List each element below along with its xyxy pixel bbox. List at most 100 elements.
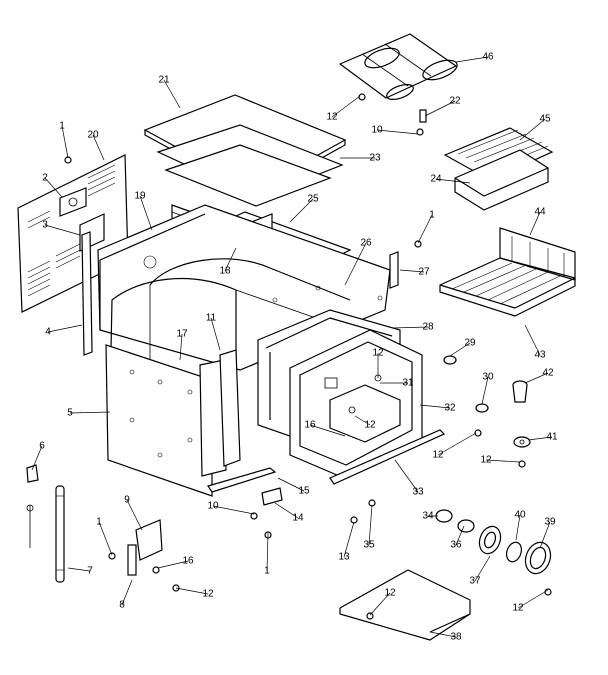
callout-label-36: 36 <box>450 540 462 551</box>
leader-line-35 <box>368 504 373 546</box>
leader-line-7 <box>67 567 91 572</box>
side-panel-5 <box>105 344 213 497</box>
leader-line-16 <box>309 424 346 437</box>
leader-line-12 <box>485 459 521 463</box>
leader-line-43 <box>524 324 541 356</box>
callout-label-46: 46 <box>482 52 494 63</box>
leader-line-44 <box>529 211 541 236</box>
leader-line-12 <box>354 415 371 426</box>
callout-label-43: 43 <box>534 350 546 361</box>
leader-line-22 <box>424 100 456 117</box>
callout-label-5: 5 <box>67 408 73 419</box>
callout-label-12: 12 <box>432 450 444 461</box>
callout-label-7: 7 <box>87 566 93 577</box>
strip-11 <box>219 349 241 467</box>
leader-line-28 <box>391 326 429 329</box>
side-strip-4 <box>81 231 93 356</box>
callout-label-18: 18 <box>219 266 231 277</box>
light-socket-34 <box>435 509 453 523</box>
grommet-29 <box>443 355 457 365</box>
leader-line-27 <box>399 269 425 273</box>
leader-line-29 <box>449 342 471 357</box>
leader-line-39 <box>539 521 551 549</box>
leader-line-1 <box>417 214 433 244</box>
callout-label-16: 16 <box>182 556 194 567</box>
screw-22 <box>419 109 427 123</box>
leader-line-4 <box>47 324 83 333</box>
leader-line-14 <box>274 502 299 519</box>
callout-label-1: 1 <box>96 517 102 528</box>
callout-label-12: 12 <box>202 589 214 600</box>
callout-label-3: 3 <box>42 220 48 231</box>
washer-30 <box>475 403 489 413</box>
callout-label-27: 27 <box>418 267 430 278</box>
leader-line-12 <box>175 587 209 595</box>
callout-label-23: 23 <box>369 153 381 164</box>
callout-label-12: 12 <box>326 112 338 123</box>
callout-label-8: 8 <box>119 600 125 611</box>
knob-42 <box>512 380 528 403</box>
callout-label-14: 14 <box>292 513 304 524</box>
strip-17 <box>199 359 227 477</box>
leader-line-9 <box>126 499 143 531</box>
leader-line-6 <box>31 445 43 471</box>
callout-label-33: 33 <box>412 487 424 498</box>
leader-line-15 <box>277 477 305 492</box>
leader-line-12 <box>331 95 361 118</box>
callout-label-34: 34 <box>422 511 434 522</box>
leader-line-12 <box>437 432 477 456</box>
callout-label-1: 1 <box>264 566 270 577</box>
leader-line-36 <box>455 525 465 546</box>
callout-label-2: 2 <box>42 173 48 184</box>
leader-line-8 <box>121 579 133 606</box>
callout-label-12: 12 <box>364 420 376 431</box>
ring-37 <box>478 525 502 555</box>
callout-label-11: 11 <box>206 313 217 324</box>
leader-line-19 <box>139 195 153 231</box>
oven-rack-44 <box>439 227 576 317</box>
leader-line-32 <box>419 404 451 409</box>
leader-line-16 <box>157 560 189 569</box>
leader-line-40 <box>515 514 521 541</box>
callout-label-37: 37 <box>469 576 481 587</box>
leader-line-5 <box>69 411 111 414</box>
callout-label-41: 41 <box>546 432 558 443</box>
leader-line-26 <box>344 242 367 286</box>
callout-label-12: 12 <box>372 348 384 359</box>
leader-line-38 <box>429 631 457 638</box>
leader-line-3 <box>44 224 81 236</box>
callout-label-25: 25 <box>307 194 319 205</box>
leader-line-30 <box>481 376 489 405</box>
leader-line-2 <box>44 177 63 198</box>
leader-line-1 <box>98 521 113 556</box>
lens-39 <box>524 541 552 575</box>
callout-label-38: 38 <box>450 632 462 643</box>
leader-line-1 <box>266 532 269 572</box>
leader-line-46 <box>455 56 489 63</box>
leader-line-12 <box>369 592 391 616</box>
leader-line-45 <box>519 118 546 141</box>
leader-line-10 <box>376 129 419 135</box>
callout-label-12: 12 <box>384 588 396 599</box>
trim-33 <box>329 429 446 485</box>
leader-line-13 <box>343 521 355 558</box>
rack-46 <box>339 33 458 100</box>
callout-label-29: 29 <box>464 338 476 349</box>
leader-line-11 <box>210 317 221 351</box>
callout-label-42: 42 <box>542 368 554 379</box>
callout-label-35: 35 <box>363 540 375 551</box>
callout-label-12: 12 <box>480 455 492 466</box>
callout-label-44: 44 <box>534 207 546 218</box>
leader-line-1 <box>61 125 69 159</box>
callout-label-15: 15 <box>298 486 310 497</box>
callout-label-17: 17 <box>176 329 188 340</box>
broiler-pan-24 <box>454 149 549 211</box>
bracket-2 <box>59 187 87 217</box>
callout-label-22: 22 <box>449 96 461 107</box>
leader-line-33 <box>394 459 419 493</box>
callout-label-21: 21 <box>158 75 170 86</box>
leader-line-41 <box>527 436 553 441</box>
bulb-36 <box>457 519 475 533</box>
